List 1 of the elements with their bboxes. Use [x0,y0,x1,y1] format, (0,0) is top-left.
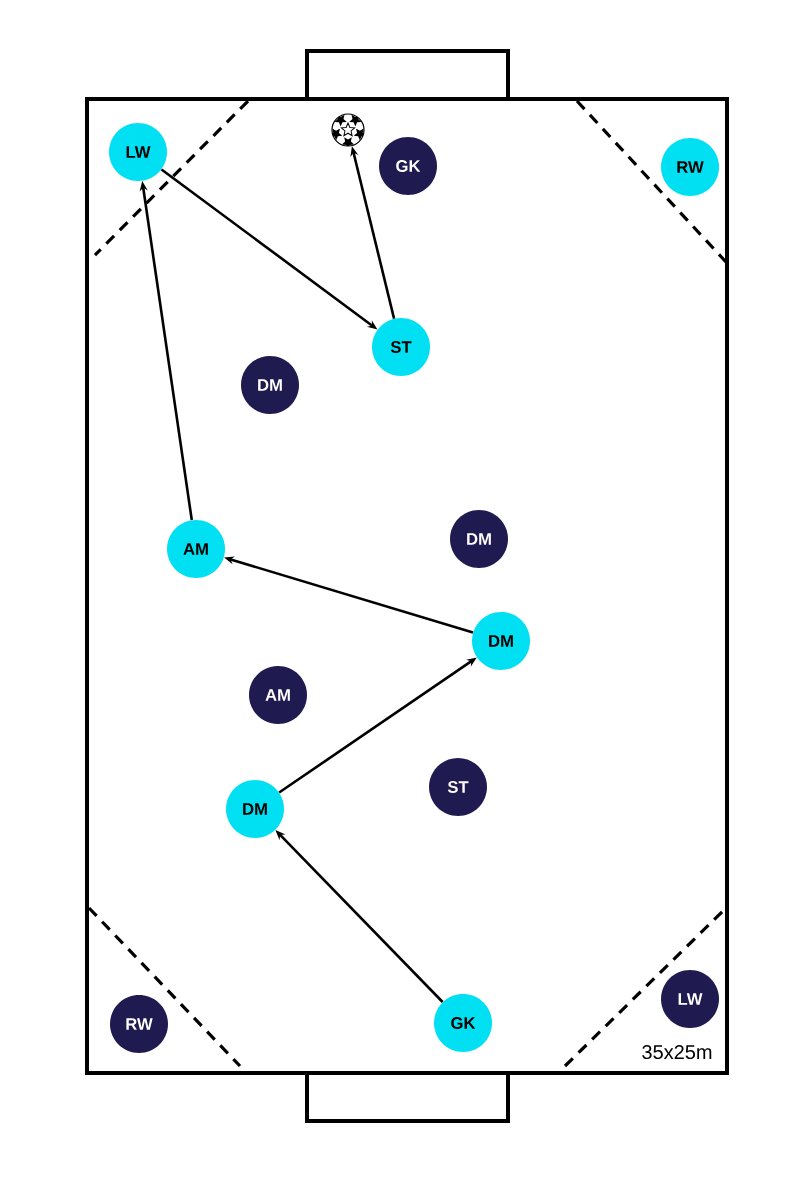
ball-icon [331,113,365,147]
